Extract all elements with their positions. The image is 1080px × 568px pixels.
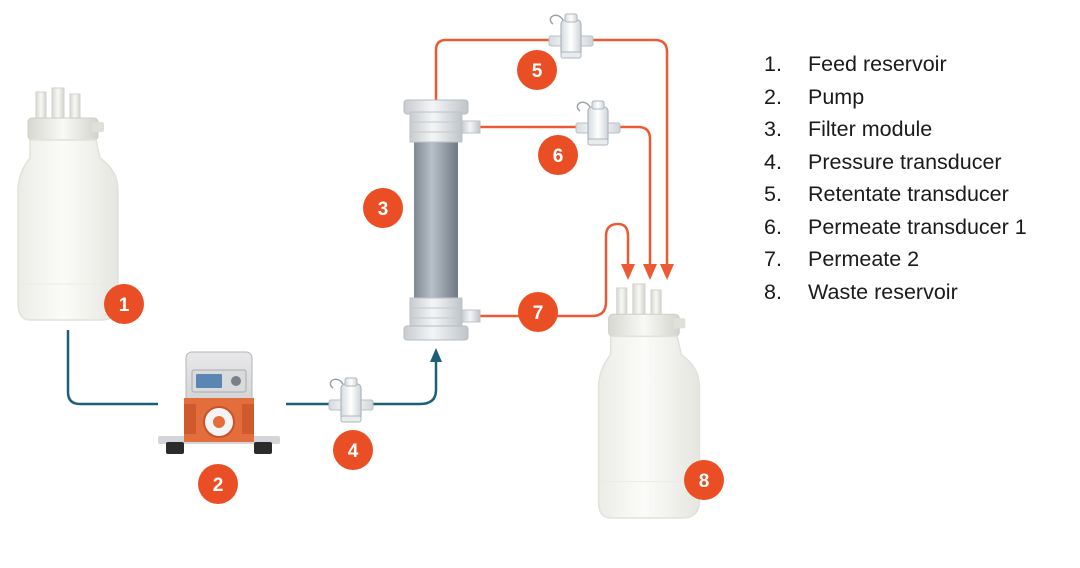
badge-3: 3 [363, 188, 403, 228]
retentate-arrowhead [660, 264, 674, 280]
pressure-transducer [328, 377, 374, 423]
legend-item: 4. Pressure transducer [764, 146, 1027, 179]
legend-label: Pressure transducer [808, 149, 1002, 174]
permeate1-arrowhead [643, 264, 657, 280]
svg-text:3: 3 [378, 199, 389, 220]
badge-5: 5 [517, 50, 557, 90]
retentate-transducer [548, 13, 594, 59]
legend-number: 4. [764, 149, 782, 174]
feed-reservoir-bottle [17, 87, 119, 321]
feed-arrowhead [430, 348, 442, 362]
legend-number: 2. [764, 84, 782, 109]
permeate2-arrowhead [621, 264, 635, 280]
badge-8: 8 [684, 460, 724, 500]
legend-label: Pump [808, 84, 865, 109]
svg-text:1: 1 [119, 295, 130, 316]
legend-number: 6. [764, 214, 782, 239]
badge-2: 2 [198, 464, 238, 504]
legend-item: 2. Pump [764, 81, 1027, 114]
feed-tube [66, 330, 158, 406]
legend-item: 1. Feed reservoir [764, 48, 1027, 81]
legend-item: 8. Waste reservoir [764, 276, 1027, 309]
legend-label: Permeate transducer 1 [808, 214, 1027, 239]
legend-label: Retentate transducer [808, 182, 1009, 206]
badge-6: 6 [538, 135, 578, 175]
pump-outlet-tube [286, 360, 438, 406]
svg-text:4: 4 [348, 441, 359, 462]
legend-item: 3. Filter module [764, 113, 1027, 146]
legend-number: 3. [764, 117, 782, 141]
legend-item: 5. Retentate transducer [764, 178, 1027, 211]
badge-1: 1 [104, 284, 144, 324]
legend-number: 8. [764, 279, 782, 304]
svg-text:2: 2 [213, 475, 224, 496]
permeate2-tube [480, 222, 630, 318]
legend-item: 7. Permeate 2 [764, 243, 1027, 276]
peristaltic-pump [158, 351, 280, 454]
legend-number: 5. [764, 182, 782, 206]
legend-number: 1. [764, 52, 782, 76]
svg-text:7: 7 [533, 303, 544, 324]
permeate1-tube [480, 125, 652, 266]
legend-item: 6. Permeate transducer 1 [764, 211, 1027, 244]
legend-list: 1.Feed reservoir 2.Pump 3.Filter module … [764, 48, 1027, 308]
legend-label: Permeate 2 [808, 247, 920, 271]
svg-text:8: 8 [699, 471, 710, 492]
legend-number: 7. [764, 247, 782, 271]
filter-module [403, 99, 481, 341]
badge-4: 4 [333, 430, 373, 470]
permeate1-transducer [575, 100, 621, 146]
svg-text:6: 6 [553, 146, 564, 167]
legend-label: Feed reservoir [808, 52, 947, 76]
badge-7: 7 [518, 292, 558, 332]
legend-label: Filter module [808, 117, 933, 141]
legend-label: Waste reservoir [808, 279, 958, 304]
svg-text:5: 5 [532, 61, 543, 82]
